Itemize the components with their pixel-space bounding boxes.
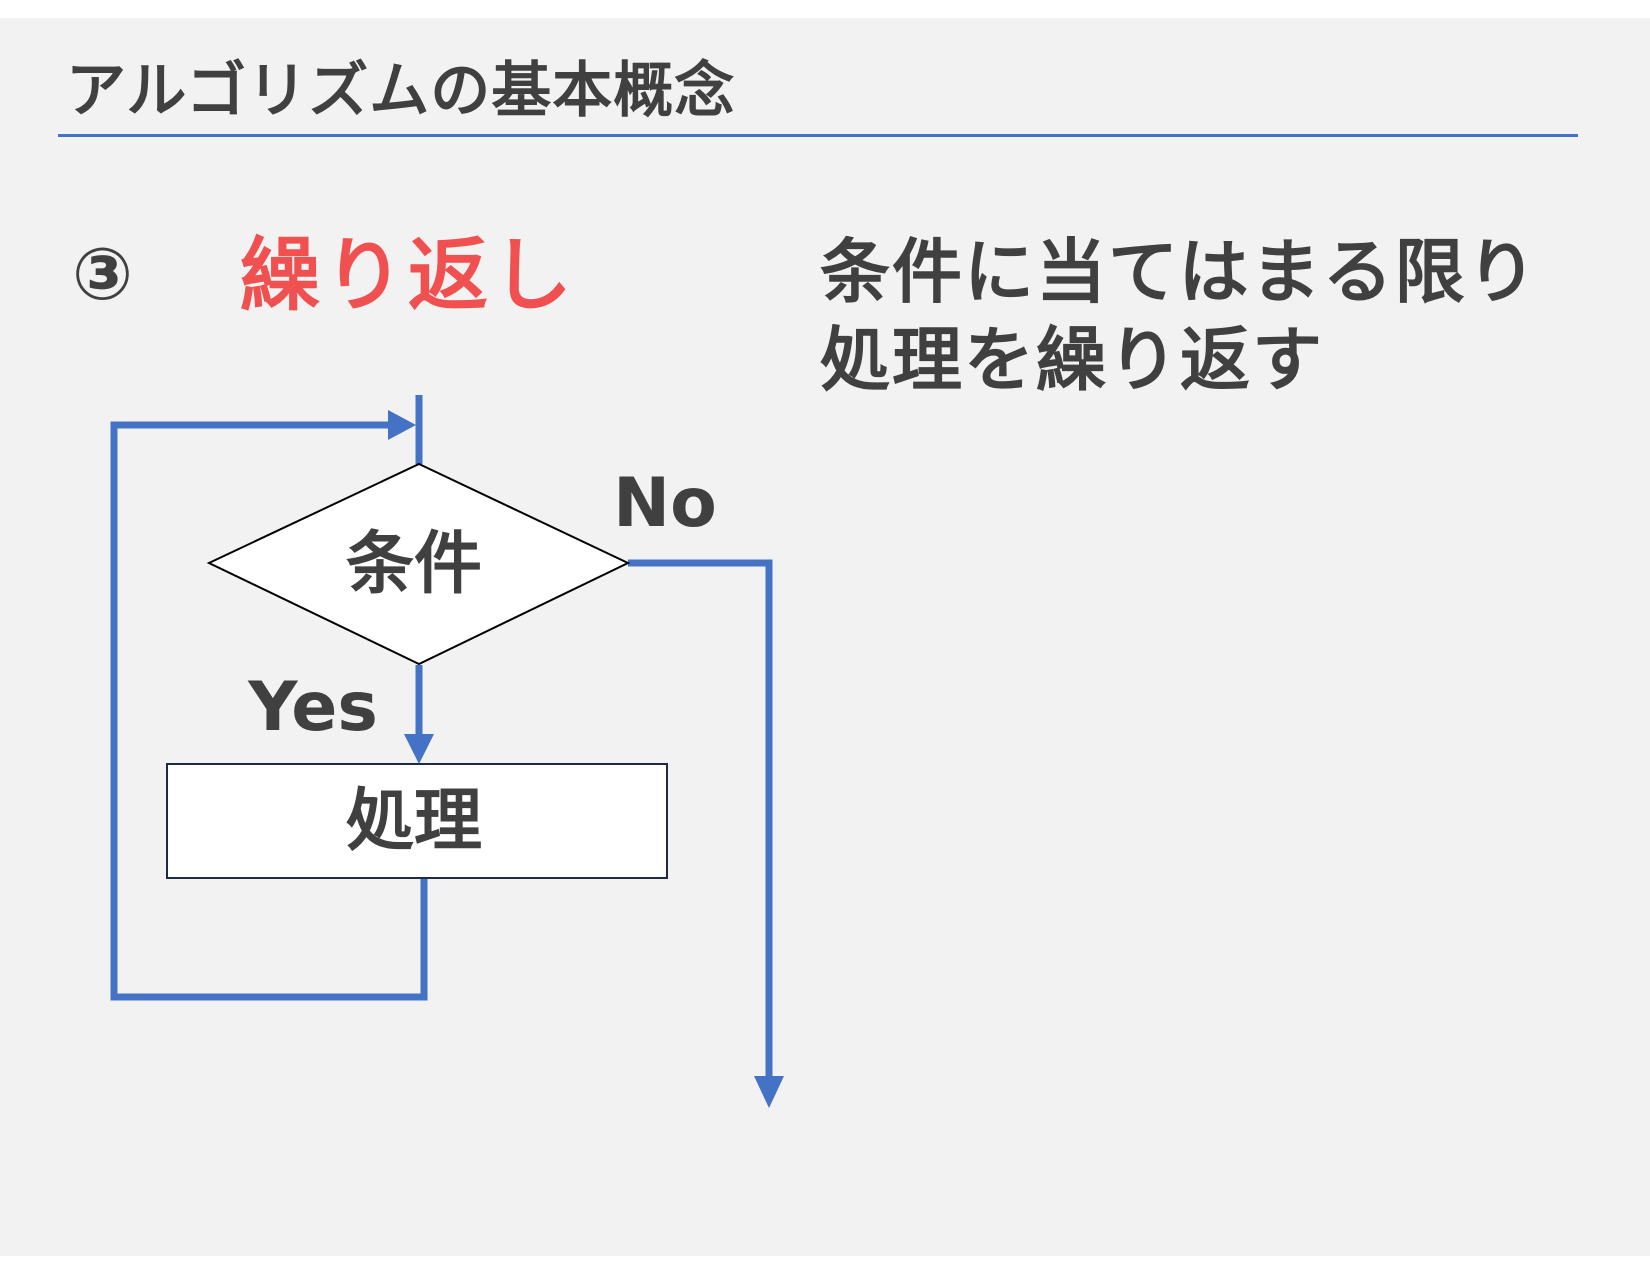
no-connector — [628, 559, 773, 1080]
yes-arrowhead — [404, 734, 434, 764]
slide-title: アルゴリズムの基本概念 — [66, 56, 736, 126]
description-line-2: 処理を繰り返す — [820, 319, 1324, 401]
no-label: No — [613, 464, 717, 543]
loop-flowchart: 条件 処理 Yes No — [110, 395, 784, 1108]
loop-back-connector — [110, 421, 428, 1001]
yes-label: Yes — [247, 668, 378, 747]
no-arrowhead — [754, 1076, 784, 1108]
description: 条件に当てはまる限り 処理を繰り返す — [820, 228, 1620, 404]
section-number: ③ — [72, 232, 133, 316]
process-box — [166, 763, 668, 879]
loop-back-arrowhead — [388, 410, 416, 440]
condition-diamond — [206, 462, 631, 666]
section-title: 繰り返し — [240, 229, 576, 322]
slide: アルゴリズムの基本概念 ③ 繰り返し 条件に当てはまる限り 処理を繰り返す 条件… — [0, 18, 1650, 1256]
title-underline — [58, 134, 1578, 137]
description-line-1: 条件に当てはまる限り — [820, 231, 1539, 313]
condition-label: 条件 — [346, 525, 482, 604]
process-label: 処理 — [346, 782, 482, 861]
